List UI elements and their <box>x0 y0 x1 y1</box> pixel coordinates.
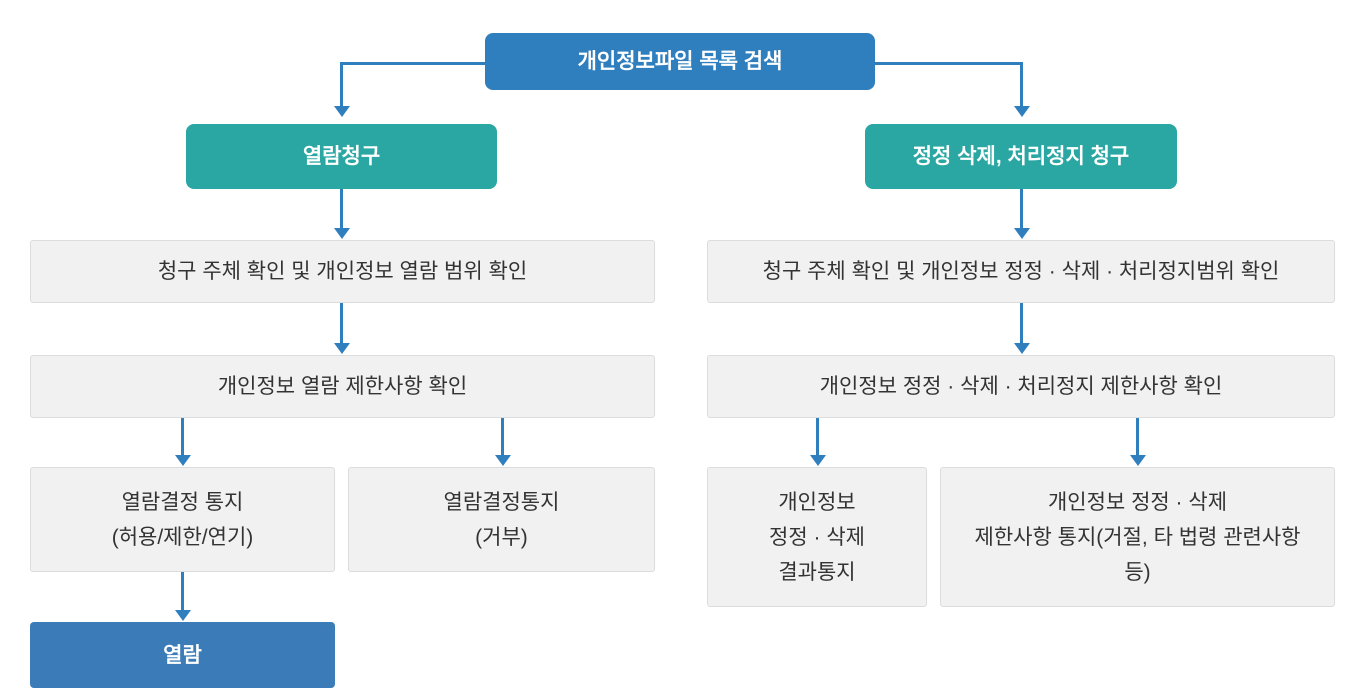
access-request-box: 열람청구 <box>186 124 497 189</box>
root-box: 개인정보파일 목록 검색 <box>485 33 875 90</box>
connector-root-left-arrow <box>340 62 343 106</box>
connector-correction-outcome1-arrow <box>816 418 819 455</box>
access-step1-box: 청구 주체 확인 및 개인정보 열람 범위 확인 <box>30 240 655 303</box>
connector-correction-header-step1-arrow <box>1020 189 1023 228</box>
access-step2-box: 개인정보 열람 제한사항 확인 <box>30 355 655 418</box>
access-outcome-decision-box: 열람결정 통지 (허용/제한/연기) <box>30 467 335 572</box>
connector-access-header-step1-arrow <box>340 189 343 228</box>
correction-step2-box: 개인정보 정정 · 삭제 · 처리정지 제한사항 확인 <box>707 355 1335 418</box>
access-final-box: 열람 <box>30 622 335 688</box>
access-outcome-denial-box: 열람결정통지 (거부) <box>348 467 655 572</box>
correction-request-box: 정정 삭제, 처리정지 청구 <box>865 124 1177 189</box>
connector-access-final-arrow <box>181 572 184 610</box>
connector-access-outcome2-arrow <box>501 418 504 455</box>
connector-root-right-arrow <box>1020 62 1023 106</box>
correction-outcome-result-box: 개인정보 정정 · 삭제 결과통지 <box>707 467 927 607</box>
connector-access-step1-step2-arrow <box>340 303 343 343</box>
connector-root-right-horizontal <box>875 62 1022 65</box>
connector-correction-step1-step2-arrow <box>1020 303 1023 343</box>
connector-root-left-horizontal <box>340 62 485 65</box>
correction-step1-box: 청구 주체 확인 및 개인정보 정정 · 삭제 · 처리정지범위 확인 <box>707 240 1335 303</box>
connector-correction-outcome2-arrow <box>1136 418 1139 455</box>
connector-access-outcome1-arrow <box>181 418 184 455</box>
correction-outcome-restriction-box: 개인정보 정정 · 삭제 제한사항 통지(거절, 타 법령 관련사항 등) <box>940 467 1335 607</box>
